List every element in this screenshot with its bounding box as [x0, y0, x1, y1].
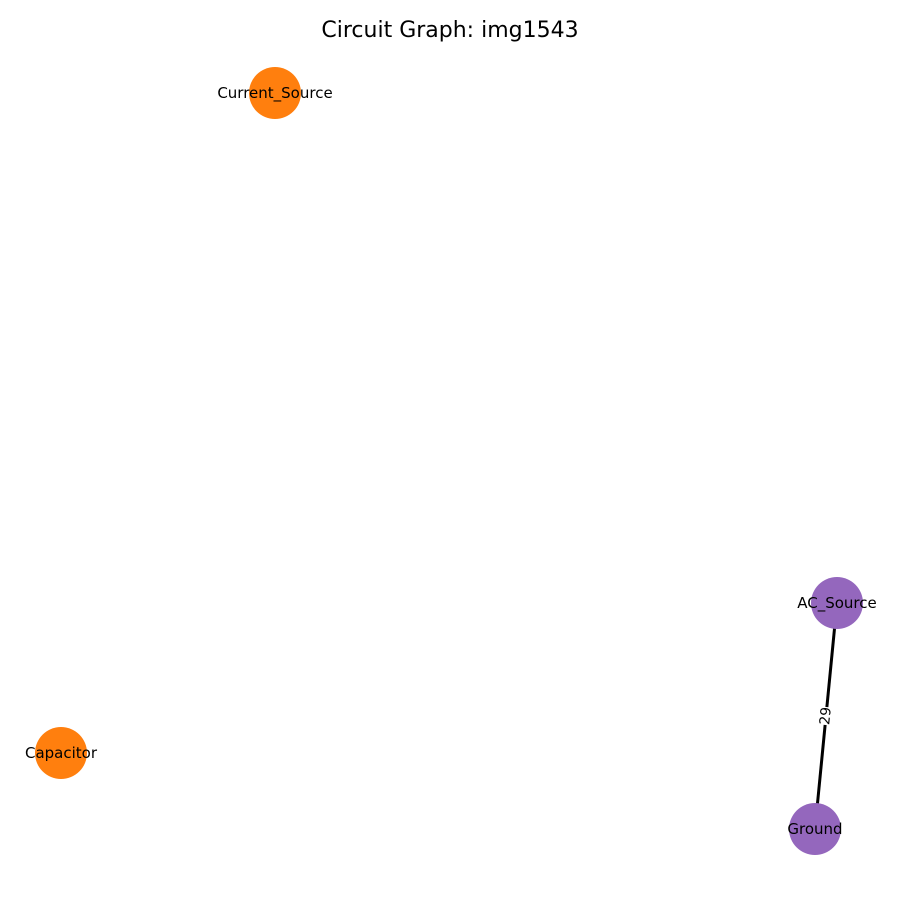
- node-label: AC_Source: [797, 594, 877, 613]
- node-label: Capacitor: [25, 744, 98, 762]
- graph-title: Circuit Graph: img1543: [321, 18, 579, 43]
- edges-layer: 29: [809, 602, 843, 830]
- node-label: Current_Source: [217, 84, 332, 103]
- node-circle: [249, 67, 301, 119]
- node-capacitor: Capacitor: [25, 727, 98, 779]
- node-circle: [35, 727, 87, 779]
- node-ac-source: AC_Source: [797, 577, 877, 629]
- node-circle: [789, 803, 841, 855]
- edge-ac_source-ground: 29: [809, 602, 843, 830]
- node-label: Ground: [787, 820, 842, 838]
- edge-weight-label: 29: [817, 706, 835, 725]
- node-ground: Ground: [787, 803, 843, 855]
- edge-label-background: [809, 705, 843, 727]
- node-circle: [811, 577, 863, 629]
- node-current-source: Current_Source: [217, 67, 333, 119]
